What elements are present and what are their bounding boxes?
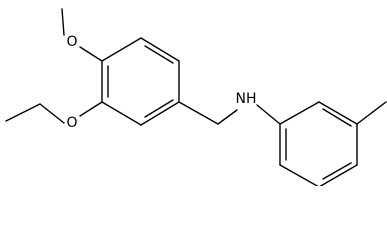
bond-ring-b-2	[318, 101, 358, 125]
bond-ring-a-1	[101, 37, 142, 62]
atom-label-amine: NH	[236, 91, 257, 107]
bond-ring-methyl	[356, 101, 387, 125]
bond-ring-a-double-2	[144, 45, 174, 64]
bond-methoxy-o-ring	[79, 46, 103, 62]
bond-ring-b-4	[319, 164, 358, 186]
molecule-structure-drawing: O O NH	[5, 8, 387, 186]
bond-ring-b-1	[279, 101, 320, 125]
bond-ch2-nh	[217, 109, 238, 125]
bond-ring-a-double-3	[144, 99, 174, 118]
bond-nh-ring	[256, 104, 281, 125]
bond-ethoxy-ch2-ch3	[5, 103, 41, 122]
bond-ring-benzylic-ch2	[178, 101, 219, 125]
bond-ring-a-5	[101, 101, 142, 126]
bond-ring-a-4	[140, 101, 180, 126]
bond-ring-b-5	[279, 164, 319, 186]
bond-ring-b-double-2	[322, 108, 352, 127]
atom-label-methoxy-oxygen: O	[66, 34, 77, 50]
bond-ring-a-2	[140, 37, 180, 62]
bond-ring-ethoxy-o	[79, 101, 103, 117]
bond-ethoxy-o-ch2	[39, 103, 65, 124]
bond-methyl-methoxy-o	[61, 8, 65, 36]
atom-label-ethoxy-oxygen: O	[66, 115, 77, 131]
bond-ring-b-double-3	[322, 162, 352, 180]
